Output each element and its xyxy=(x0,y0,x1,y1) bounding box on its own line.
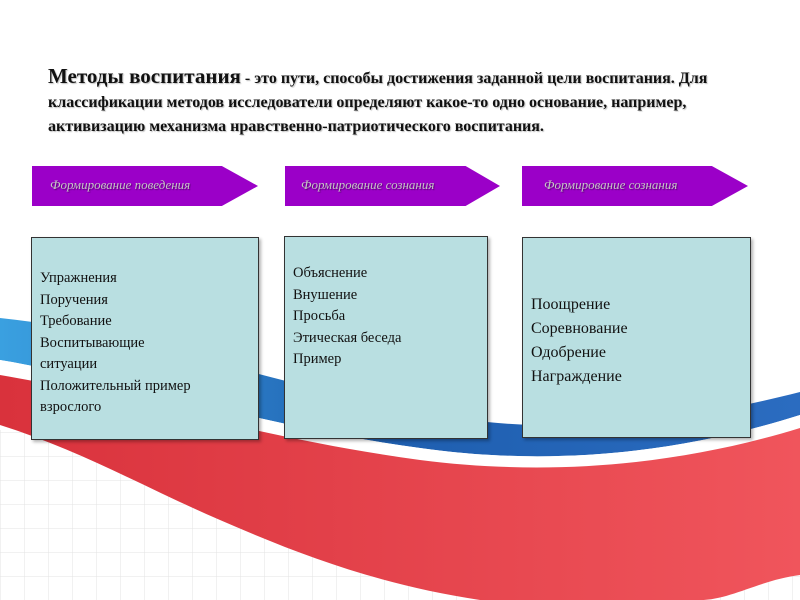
list-item: Объяснение xyxy=(293,265,368,281)
white-wave xyxy=(0,360,800,468)
list-item: Упражнения xyxy=(40,270,117,286)
arrow-consciousness-formation-2: Формирование сознания xyxy=(522,166,748,206)
intro-text: - это пути, способы достижения заданной … xyxy=(48,70,708,135)
list-item: Пример xyxy=(293,351,342,367)
list-item: Внушение xyxy=(293,286,358,303)
intro-paragraph: Методы воспитания - это пути, способы до… xyxy=(48,64,748,139)
arrow-label: Формирование поведения xyxy=(50,177,191,192)
list-item: Этическая беседа xyxy=(293,329,402,346)
list-item: Просьба xyxy=(293,308,346,324)
list-item: Положительный пример xyxy=(40,377,191,394)
intro-term: Методы воспитания xyxy=(48,64,241,88)
list-item: Требование xyxy=(40,313,112,329)
list-item: ситуации xyxy=(40,356,98,372)
list-item: Одобрение xyxy=(531,344,606,361)
methods-box-encouragement: Поощрение Соревнование Одобрение Награжд… xyxy=(522,237,751,438)
methods-box-consciousness: Объяснение Внушение Просьба Этическая бе… xyxy=(284,236,488,439)
list-item: Поручения xyxy=(40,291,108,308)
arrow-label: Формирование сознания xyxy=(544,177,678,192)
list-item: Поощрение xyxy=(531,296,611,313)
list-item: Воспитывающие xyxy=(40,334,145,351)
arrow-consciousness-formation-1: Формирование сознания xyxy=(285,166,500,206)
arrow-behavior-formation: Формирование поведения xyxy=(32,166,258,206)
arrow-label: Формирование сознания xyxy=(301,177,435,192)
list-item: взрослого xyxy=(40,399,102,415)
list-item: Награждение xyxy=(531,368,622,385)
methods-box-behavior: Упражнения Поручения Требование Воспитыв… xyxy=(31,237,259,440)
list-item: Соревнование xyxy=(531,320,628,337)
